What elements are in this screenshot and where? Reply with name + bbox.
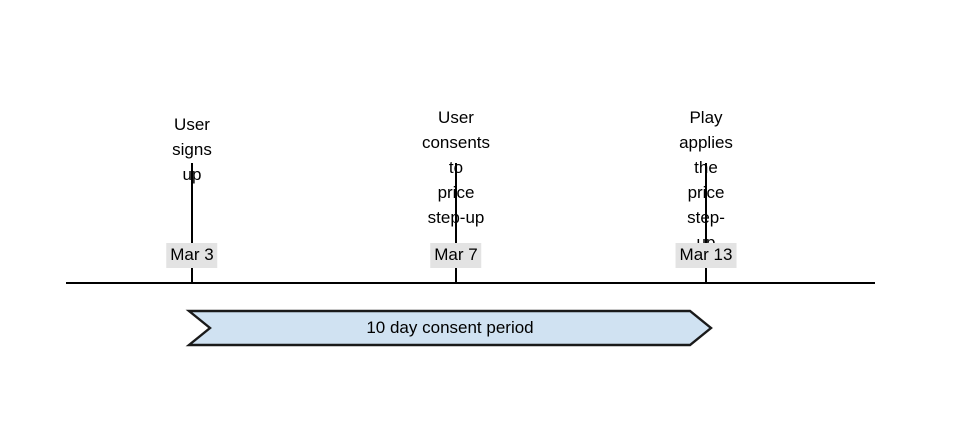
- event-date-wrap-apply: Mar 13: [675, 243, 737, 268]
- event-date-wrap-consent: Mar 7: [430, 243, 482, 268]
- timeline-axis: [66, 282, 875, 284]
- event-label-signup: User signs up: [172, 115, 212, 184]
- arrow-polygon: [185, 309, 713, 347]
- consent-period-arrow-shape: [185, 309, 713, 347]
- event-date-signup: Mar 3: [166, 243, 218, 268]
- event-tick-signup: [191, 163, 193, 283]
- event-date-apply: Mar 13: [675, 243, 737, 268]
- event-date-consent: Mar 7: [430, 243, 482, 268]
- event-tick-apply: [705, 163, 707, 283]
- consent-period-banner: 10 day consent period: [185, 309, 713, 347]
- event-date-wrap-signup: Mar 3: [166, 243, 218, 268]
- event-tick-consent: [455, 163, 457, 283]
